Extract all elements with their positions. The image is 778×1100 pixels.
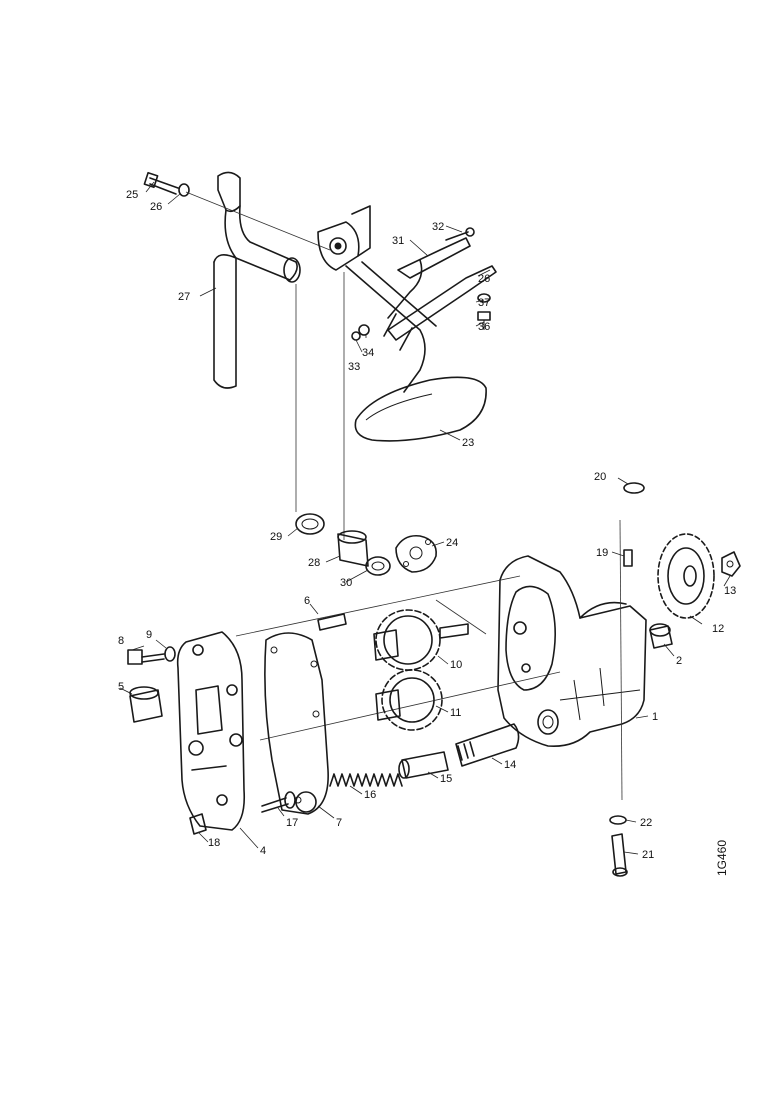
callout-19: 19 xyxy=(596,547,608,559)
suction-pipe-assembly xyxy=(143,171,497,540)
callout-28: 28 xyxy=(308,557,320,569)
pipe-fittings xyxy=(295,513,437,576)
callout-9: 9 xyxy=(146,629,152,641)
callout-37: 37 xyxy=(478,297,490,309)
callout-6: 6 xyxy=(304,595,310,607)
callout-25: 25 xyxy=(126,189,138,201)
callout-10: 10 xyxy=(450,659,462,671)
callout-36: 36 xyxy=(478,321,490,333)
callout-23: 23 xyxy=(462,437,474,449)
callout-16: 16 xyxy=(364,789,376,801)
callout-34: 34 xyxy=(362,347,374,359)
pump-housing xyxy=(235,519,647,801)
callout-21: 21 xyxy=(642,849,654,861)
callout-7: 7 xyxy=(336,817,342,829)
callout-31: 31 xyxy=(392,235,404,247)
callout-30: 30 xyxy=(340,577,352,589)
callout-11: 11 xyxy=(450,707,461,719)
callout-17: 17 xyxy=(286,817,298,829)
callout-4: 4 xyxy=(260,845,266,857)
callout-33: 33 xyxy=(348,361,360,373)
callout-27: 27 xyxy=(178,291,190,303)
pump-cover xyxy=(176,631,329,831)
callout-14: 14 xyxy=(504,759,516,771)
callout-13: 13 xyxy=(724,585,736,597)
callout-22: 22 xyxy=(640,817,652,829)
callout-2: 2 xyxy=(676,655,682,667)
callout-26b: 26 xyxy=(478,273,490,285)
callout-20: 20 xyxy=(594,471,606,483)
callout-26a: 26 xyxy=(150,201,162,213)
pump-gears xyxy=(373,533,741,731)
callout-labels: 25 26 27 31 32 26 37 36 34 33 23 20 19 2… xyxy=(118,189,736,861)
callout-12: 12 xyxy=(712,623,724,635)
dowel-parts xyxy=(609,482,645,877)
callout-leaders xyxy=(119,181,731,855)
callout-8: 8 xyxy=(118,635,124,647)
callout-1: 1 xyxy=(652,711,658,723)
callout-29: 29 xyxy=(270,531,282,543)
callout-24: 24 xyxy=(446,537,458,549)
callout-18: 18 xyxy=(208,837,220,849)
callout-5: 5 xyxy=(118,681,124,693)
drawing-reference: 1G460 xyxy=(715,840,729,876)
callout-32: 32 xyxy=(432,221,444,233)
callout-15: 15 xyxy=(440,773,452,785)
